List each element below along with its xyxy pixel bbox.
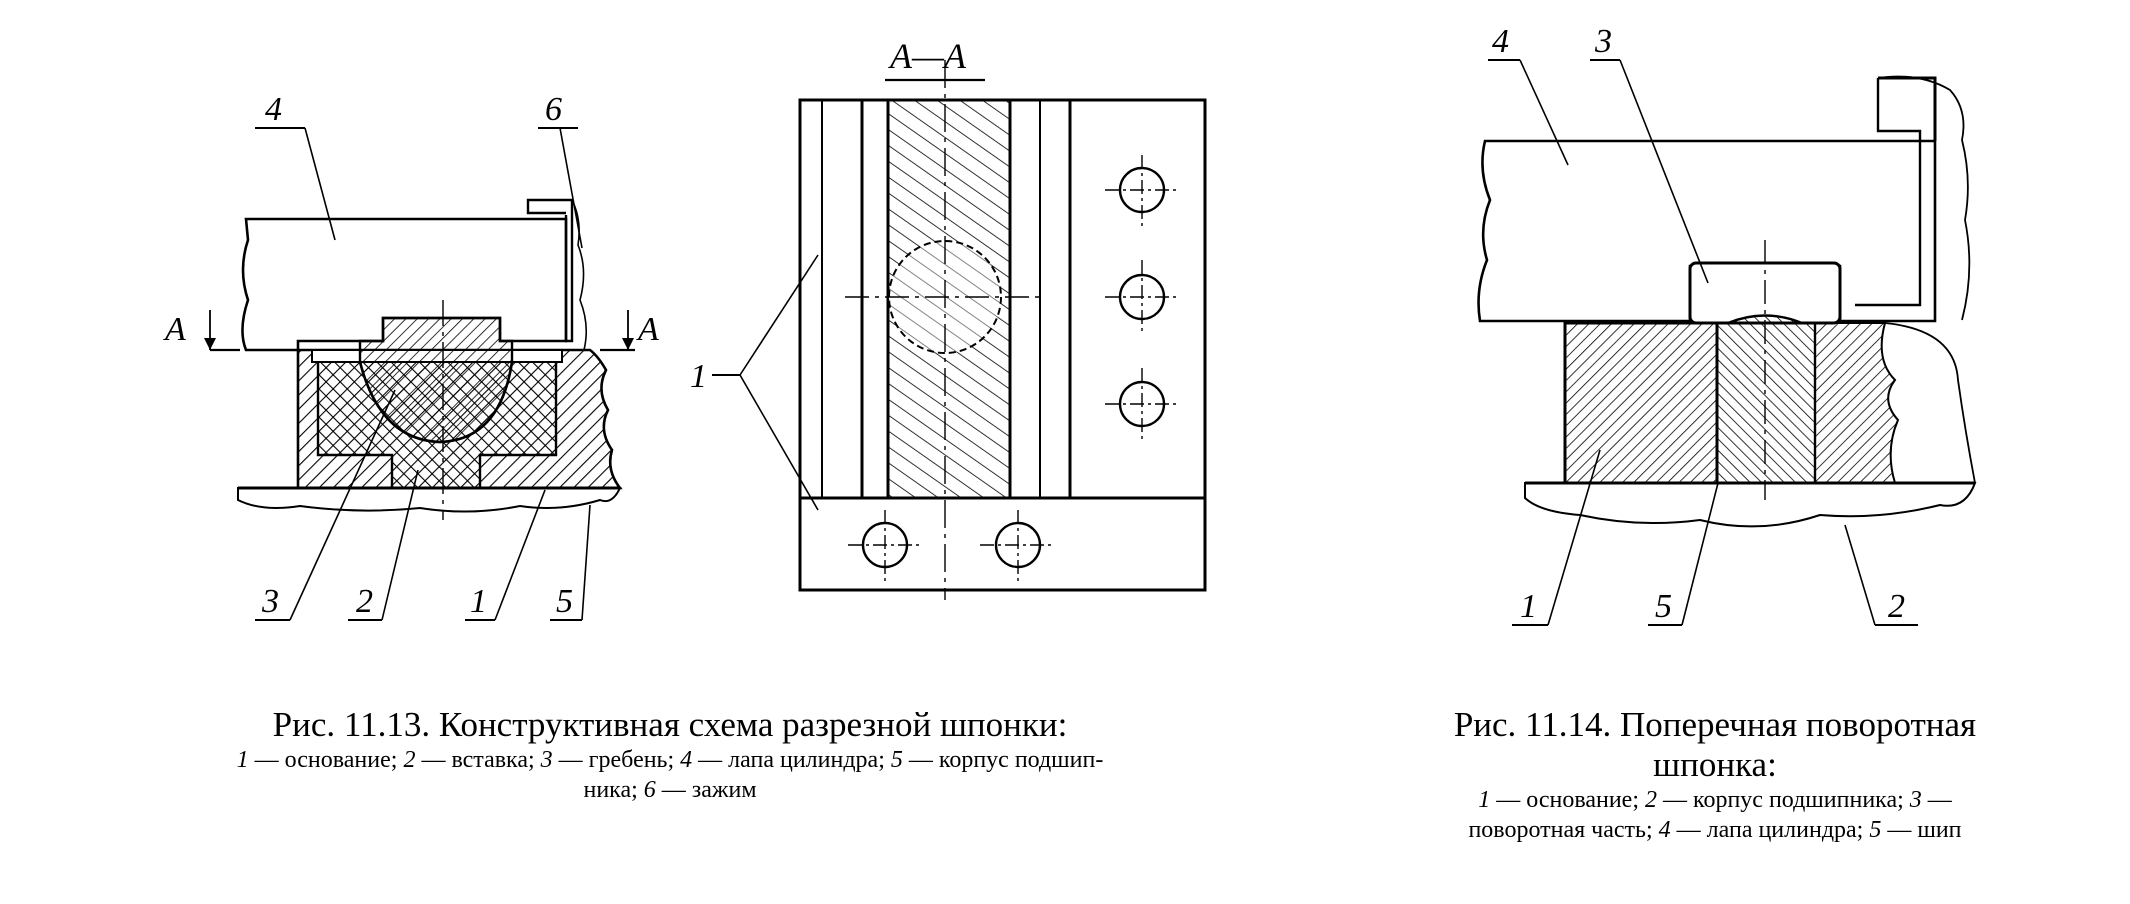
fig-11-14-caption-line1: Рис. 11.14. Поперечная поворотная (1453, 705, 1977, 744)
fig-11-13-legend-line2: ника; 6 — зажим (583, 777, 757, 803)
section-holes-right (1105, 155, 1180, 440)
base-1-fig2 (1563, 321, 1719, 485)
fig-11-14-caption-block: Рис. 11.14. Поперечная поворотная шпонка… (1355, 705, 2075, 845)
fig-11-14-legend-line2: поворотная часть; 4 — лапа цилиндра; 5 —… (1468, 817, 1962, 843)
section-a-a-drawing: A—A (690, 36, 1207, 600)
fig1-label-4: 4 (265, 91, 282, 128)
fig1-cut-label-right: A (636, 311, 659, 348)
section-holes-bottom (848, 510, 1055, 582)
fig-11-13-drawing: 4 6 A A 3 2 1 5 (163, 91, 659, 621)
fig1-label-3: 3 (261, 583, 279, 620)
clamp-6 (526, 198, 574, 343)
fig-11-14-legend-line1: 1 — основание; 2 — корпус подшипника; 3 … (1478, 787, 1952, 813)
fig-11-13-legend-line1: 1 — основание; 2 — вставка; 3 — гребень;… (236, 747, 1104, 773)
section-title: A—A (888, 36, 967, 76)
fig-11-13-caption-block: Рис. 11.13. Конструктивная схема разрезн… (150, 705, 1190, 805)
fig-11-13-caption: Рис. 11.13. Конструктивная схема разрезн… (272, 705, 1068, 744)
fig1-label-6: 6 (545, 91, 562, 128)
cylinder-paw-4-fig2 (1477, 139, 1937, 323)
fig2-label-4: 4 (1492, 23, 1509, 60)
bearing-housing-2 (1524, 482, 1977, 528)
bearing-housing-5 (237, 487, 622, 513)
fig1-label-2: 2 (356, 583, 373, 620)
section-label-1: 1 (690, 358, 707, 395)
fig2-label-1: 1 (1520, 588, 1537, 625)
fig-11-14-caption-line2: шпонка: (1653, 745, 1777, 784)
fig2-label-2: 2 (1888, 588, 1905, 625)
fig1-cut-label-left: A (163, 311, 186, 348)
pin-5 (1715, 314, 1817, 485)
fig2-label-5: 5 (1655, 588, 1672, 625)
fig1-label-1: 1 (470, 583, 487, 620)
fig-11-14-drawing: 4 3 1 5 2 (1477, 23, 1977, 626)
fig1-label-5: 5 (556, 583, 573, 620)
fig2-label-3: 3 (1594, 23, 1612, 60)
